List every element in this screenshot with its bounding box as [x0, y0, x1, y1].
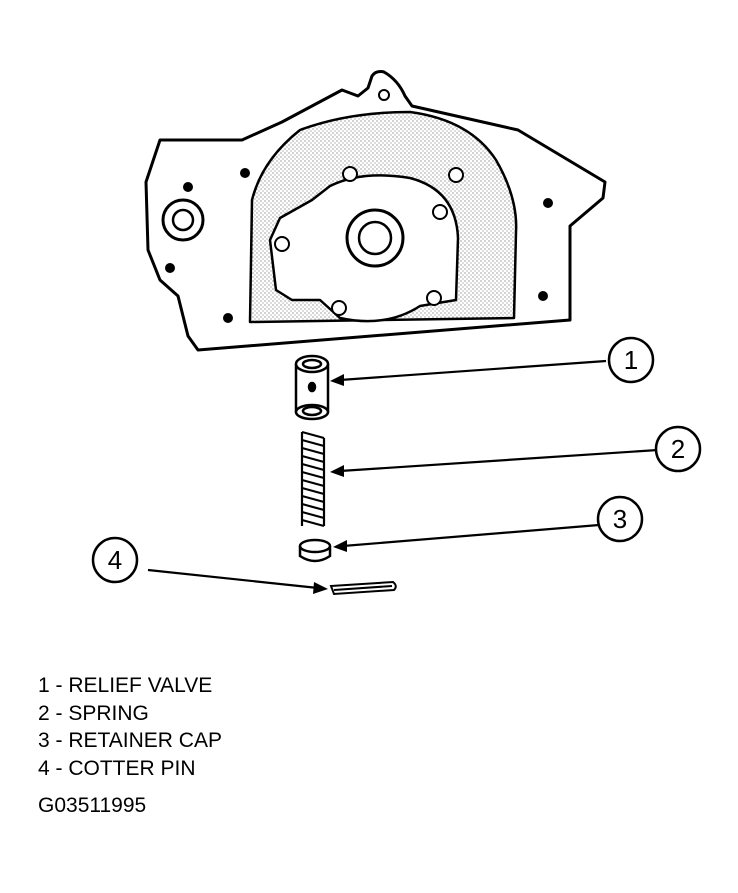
callout-4: 4: [91, 536, 139, 584]
callout-4-number: 4: [108, 545, 122, 575]
retainer-cap: [298, 538, 332, 563]
legend-item: 1 - RELIEF VALVE: [38, 674, 213, 697]
relief-valve: [294, 354, 330, 421]
oil-pump-housing: [144, 70, 607, 352]
callout-2-number: 2: [671, 434, 685, 464]
callout-1-number: 1: [624, 345, 638, 375]
figure-id: G03511995: [38, 794, 147, 817]
callout-2: 2: [654, 425, 702, 473]
cotter-pin: [329, 580, 397, 596]
callout-1: 1: [607, 336, 655, 384]
legend-item: 3 - RETAINER CAP: [38, 729, 222, 752]
callout-3-number: 3: [613, 504, 627, 534]
exploded-view-diagram: 1 2 3 4: [91, 70, 702, 596]
spring: [300, 430, 326, 528]
leader-lines: [147, 359, 659, 594]
callout-3: 3: [596, 495, 644, 543]
legend-item: 2 - SPRING: [38, 701, 149, 725]
legend-item: 4 - COTTER PIN: [38, 756, 196, 780]
parts-legend: 1 - RELIEF VALVE 2 - SPRING 3 - RETAINER…: [38, 672, 222, 782]
